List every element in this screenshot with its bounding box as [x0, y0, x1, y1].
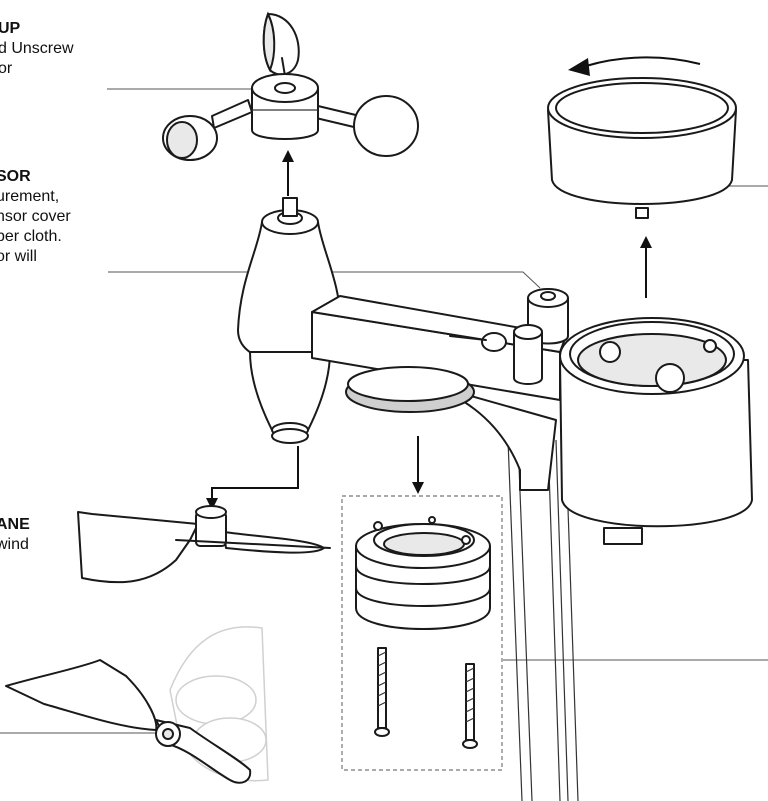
- arrow-icon: [206, 446, 299, 510]
- wind-vane-heading: ANE: [0, 516, 30, 533]
- leader-rain-sensor: [108, 271, 541, 289]
- rain-sensor-line-3: per cloth.: [0, 228, 62, 245]
- wind-vane-line-1: wind: [0, 536, 29, 553]
- rain-sensor-line-4: or will: [0, 248, 37, 265]
- arrow-icon: [640, 236, 652, 298]
- rain-sensor-line-1: urement,: [0, 188, 60, 205]
- wind-vane: [77, 505, 331, 584]
- wind-vane-detail: [5, 626, 269, 784]
- rain-sensor-callout: SOR urement, nsor cover per cloth. or wi…: [0, 167, 71, 267]
- arrow-icon: [282, 150, 294, 196]
- wind-cup-line-1: d Unscrew: [0, 40, 74, 57]
- mounting-kit: [341, 495, 503, 771]
- wind-cup-heading: UP: [0, 20, 21, 37]
- curved-arrow-left-icon: [568, 56, 701, 76]
- wind-vane-callout: ANE wind: [0, 515, 30, 555]
- wind-cup-line-2: or: [0, 60, 13, 77]
- sensor-body: [237, 197, 753, 545]
- mounting-pole: [507, 439, 579, 801]
- wind-cup-anemometer: [162, 11, 419, 161]
- rain-sensor-heading: SOR: [0, 168, 31, 185]
- screw-icon: [462, 663, 478, 749]
- wind-cup-callout: UP d Unscrew or: [0, 19, 74, 79]
- screw-icon: [374, 647, 390, 737]
- leader-lines: [0, 88, 768, 734]
- arrow-icon: [412, 436, 424, 494]
- rain-collector-cover: [547, 77, 737, 219]
- rain-sensor-line-2: nsor cover: [0, 208, 71, 225]
